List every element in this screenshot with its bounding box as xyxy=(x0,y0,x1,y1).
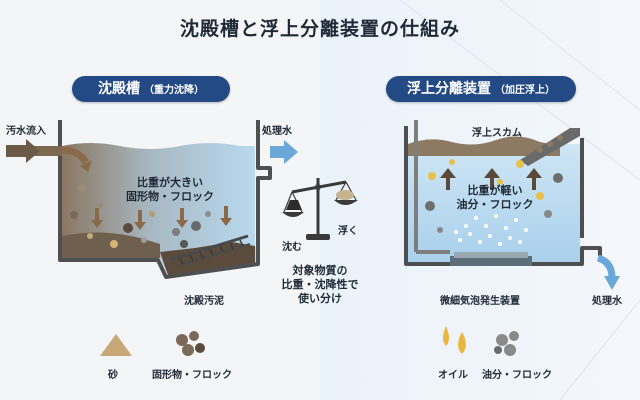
sedimentation-heading-main: 沈殿槽 xyxy=(98,81,140,97)
sand-icon xyxy=(100,334,132,356)
flotation-tank xyxy=(404,120,620,290)
right-outflow-label: 処理水 xyxy=(592,296,622,307)
rising-arrows xyxy=(440,168,542,190)
device-label: 微細気泡発生装置 xyxy=(440,296,520,307)
inflow-curve-arrow xyxy=(80,160,92,172)
weight-icon xyxy=(286,200,302,210)
inclined-scraper xyxy=(169,234,251,267)
solids-icon xyxy=(176,331,205,356)
sedimentation-heading: 沈殿槽 （重力沈降） xyxy=(72,76,230,102)
inflow-arrow xyxy=(6,139,40,163)
balance-scale xyxy=(282,178,358,240)
oil-icon xyxy=(443,326,466,354)
float-label: 浮く xyxy=(338,226,358,237)
scum-layer xyxy=(408,136,560,156)
legend-oil-floc: 油分・フロック xyxy=(482,370,552,381)
right-body-text: 比重が軽い 油分・フロック xyxy=(456,184,534,211)
sedimentation-heading-sub: （重力沈降） xyxy=(144,85,204,96)
sink-label: 沈む xyxy=(282,242,302,253)
inflow-label: 汚水流入 xyxy=(6,126,46,137)
legend-sand: 砂 xyxy=(108,370,118,381)
bubbles xyxy=(454,214,528,246)
left-outflow-arrow xyxy=(284,140,298,164)
center-caption: 対象物質の 比重・沈降性で 使い分け xyxy=(281,264,359,305)
sludge-label: 沈殿汚泥 xyxy=(184,296,224,307)
left-outflow-label: 処理水 xyxy=(262,126,292,137)
rising-particles xyxy=(425,159,563,233)
settling-arrows xyxy=(91,206,232,230)
settling-particles xyxy=(70,184,211,248)
page-title: 沈殿槽と浮上分離装置の仕組み xyxy=(179,18,460,40)
legend-oil: オイル xyxy=(438,370,468,381)
legend-solids: 固形物・フロック xyxy=(152,370,232,381)
micro-bubble-device xyxy=(450,256,532,266)
scum-label: 浮上スカム xyxy=(472,128,522,139)
sedimentation-tank xyxy=(28,120,298,279)
flotation-heading-sub: （加圧浮上） xyxy=(495,85,555,96)
flotation-heading: 浮上分離装置 （加圧浮上） xyxy=(386,76,576,102)
right-outflow-arrow xyxy=(604,276,620,290)
left-body-text: 比重が大きい 固形物・フロック xyxy=(126,176,214,203)
oil-floc-icon xyxy=(494,331,519,356)
flotation-heading-main: 浮上分離装置 xyxy=(407,81,491,97)
floc-icon xyxy=(336,190,354,200)
legend xyxy=(100,326,519,356)
